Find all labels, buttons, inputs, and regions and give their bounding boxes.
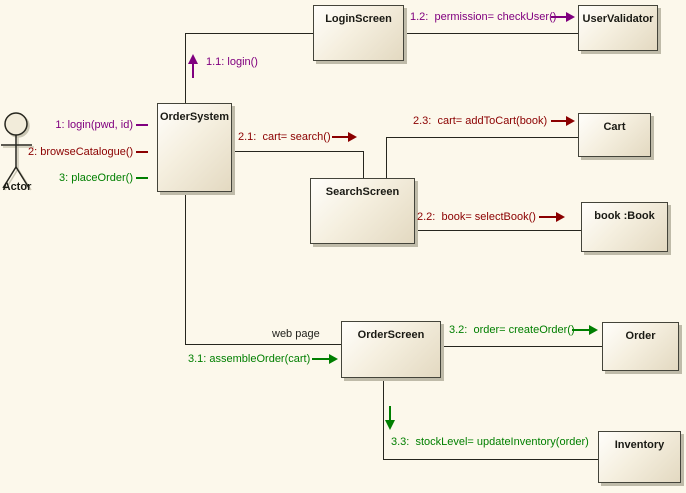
actor-stick-figure[interactable] [0,110,36,190]
message-1-1-arrow-up-icon [188,54,198,78]
node-loginscreen[interactable]: LoginScreen [313,5,404,61]
node-orderscreen[interactable]: OrderScreen [341,321,441,378]
node-book[interactable]: book :Book [581,202,668,252]
link-ordersystem-loginscreen-vertical[interactable] [185,33,186,103]
node-uservalidator[interactable]: UserValidator [578,5,658,51]
message-2-2-arrow-right-icon [539,212,565,222]
message-3-1-arrow-right-icon [312,354,338,364]
link-searchscreen-book[interactable] [415,230,581,231]
node-ordersystem-label: OrderSystem [159,111,230,123]
link-loginscreen-uservalidator[interactable] [404,33,578,34]
message-3-3-arrow-down-icon [385,406,395,430]
link-searchscreen-cart-vertical[interactable] [386,137,387,178]
message-2-browsecatalogue[interactable]: 2: browseCatalogue() [28,146,134,158]
link-ordersystem-orderscreen-horizontal[interactable] [185,344,341,345]
node-order-label: Order [625,330,656,342]
node-loginscreen-label: LoginScreen [325,13,392,25]
message-3-dash-icon [136,177,148,179]
node-searchscreen[interactable]: SearchScreen [310,178,415,244]
message-2-3-arrow-right-icon [551,116,575,126]
link-ordersystem-searchscreen-horizontal[interactable] [232,151,363,152]
link-label-web-page[interactable]: web page [272,328,320,340]
node-book-label: book :Book [594,210,655,222]
message-1-2-checkuser[interactable]: 1.2: permission= checkUser() [410,11,557,23]
message-1-1-login[interactable]: 1.1: login() [206,56,258,68]
message-3-placeorder[interactable]: 3: placeOrder() [59,172,133,184]
message-1-login[interactable]: 1: login(pwd, id) [55,119,133,131]
link-searchscreen-cart-horizontal[interactable] [386,137,578,138]
link-orderscreen-inventory-horizontal[interactable] [383,459,598,460]
link-ordersystem-orderscreen-vertical[interactable] [185,192,186,345]
link-orderscreen-inventory-vertical[interactable] [383,378,384,459]
message-3-3-updateinventory[interactable]: 3.3: stockLevel= updateInventory(order) [391,436,589,448]
link-ordersystem-searchscreen-vertical[interactable] [363,151,364,178]
message-3-2-arrow-right-icon [572,325,598,335]
node-cart[interactable]: Cart [578,113,651,157]
message-3-2-createorder[interactable]: 3.2: order= createOrder() [449,324,575,336]
message-1-dash-icon [136,124,148,126]
message-2-2-selectbook[interactable]: 2.2: book= selectBook() [417,211,536,223]
message-2-1-search[interactable]: 2.1: cart= search() [238,131,331,143]
message-2-3-addtocart[interactable]: 2.3: cart= addToCart(book) [413,115,548,127]
node-orderscreen-label: OrderScreen [357,329,425,341]
message-1-2-arrow-right-icon [551,12,575,22]
node-inventory-label: Inventory [614,439,665,451]
node-inventory[interactable]: Inventory [598,431,681,483]
message-3-1-assembleorder[interactable]: 3.1: assembleOrder(cart) [188,353,311,365]
link-orderscreen-order[interactable] [441,346,602,347]
node-cart-label: Cart [603,121,626,133]
node-uservalidator-label: UserValidator [582,13,654,25]
actor-head [4,112,28,136]
actor-label: Actor [2,181,32,193]
link-ordersystem-loginscreen-horizontal[interactable] [185,33,313,34]
node-ordersystem[interactable]: OrderSystem [157,103,232,192]
message-2-1-arrow-right-icon [332,132,357,142]
node-searchscreen-label: SearchScreen [325,186,400,198]
node-order[interactable]: Order [602,322,679,371]
message-2-dash-icon [136,151,148,153]
